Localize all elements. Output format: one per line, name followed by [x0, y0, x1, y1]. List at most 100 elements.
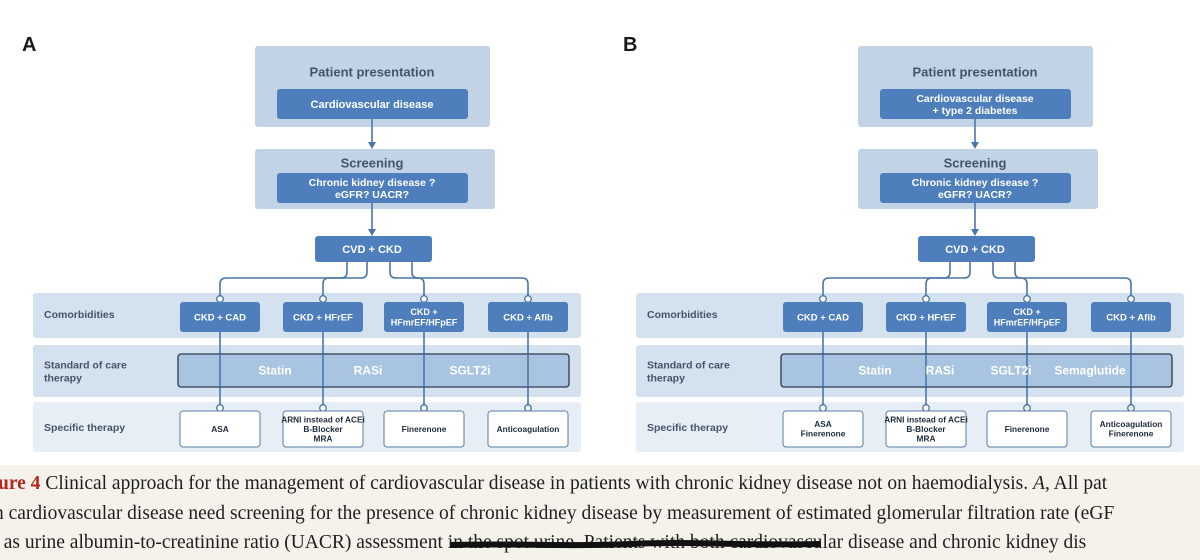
panel-b-col-3-comorbidity-label: CKD +HFmrEF/HFpEF — [994, 307, 1061, 328]
panel-b-col-3-branch-connector — [992, 262, 1028, 297]
panel-b-col-1-comorbidity-box — [783, 302, 863, 332]
panel-b-col-3-therapy-node — [1023, 404, 1031, 412]
panel-b-row-label-comorbidities: Comorbidities — [647, 309, 718, 321]
panel-b-standard-therapy-2: RASi — [926, 363, 955, 377]
figure-label: ure 4 — [0, 473, 41, 494]
panel-a-row-label-comorbidities: Comorbidities — [44, 309, 115, 321]
panel-a-col-4-comorbidity-box — [488, 302, 568, 332]
panel-b-col-2-branch-connector — [925, 262, 971, 297]
panel-a-col-1-specific-label: ASA — [211, 424, 229, 434]
panel-b-col-4-branch-connector — [1014, 262, 1132, 297]
panel-a-col-4-comorbidity-label: CKD + Afib — [503, 312, 553, 323]
caption-panel-ref: A — [1033, 473, 1045, 494]
panel-a-col-1-comorbidity-label: CKD + CAD — [194, 312, 246, 323]
figure-caption: ure 4 Clinical approach for the manageme… — [0, 465, 1200, 560]
panel-a-hub-label: CVD + CKD — [342, 244, 402, 256]
panel-a-col-2-specific-box — [282, 410, 364, 448]
panel-b-col-3-specific-box — [986, 410, 1068, 448]
panel-a-col-4-specific-label: Anticoagulation — [497, 424, 560, 434]
panel-b-standard-therapy-4: Semaglutide — [1054, 363, 1126, 377]
panel-b-col-4-therapy-node — [1127, 404, 1135, 412]
panel-a-col-4-branch-connector — [411, 262, 529, 297]
panel-b-standard-therapy-3: SGLT2i — [990, 363, 1031, 377]
panel-b-col-2-therapy-node — [922, 404, 930, 412]
panel-b-hub-box — [918, 236, 1035, 262]
panel-a-col-2-comorbidity-box — [283, 302, 363, 332]
panel-a-presentation-condition-box — [277, 89, 468, 119]
panel-b-screening-title: Screening — [944, 156, 1007, 171]
panel-a-col-1-specific-box — [179, 410, 261, 448]
panel-b-arrow-screening — [971, 142, 979, 149]
panel-a-screening-question-box — [277, 173, 468, 203]
panel-a-col-3-specific-box — [383, 410, 465, 448]
panel-a-col-3-comorbidity-label: CKD +HFmrEF/HFpEF — [391, 307, 458, 328]
panel-a-col-1-branch-node — [216, 295, 224, 303]
panel-a-col-1-branch-connector — [219, 262, 348, 297]
panel-a-arrow-hub — [368, 229, 376, 236]
panel-a-screening-question: Chronic kidney disease ?eGFR? UACR? — [309, 177, 436, 201]
panel-a-col-3-branch-node — [420, 295, 428, 303]
panel-a-standard-therapy-3: SGLT2i — [449, 363, 490, 377]
panel-a-screening-title: Screening — [341, 156, 404, 171]
panel-a-letter: A — [22, 34, 37, 56]
panel-b-col-4-comorbidity-box — [1091, 302, 1171, 332]
panel-b-presentation-condition: Cardiovascular disease+ type 2 diabetes — [916, 93, 1033, 117]
panel-a-col-3-branch-connector — [389, 262, 425, 297]
panel-b-col-2-branch-node — [922, 295, 930, 303]
panel-b-col-4-comorbidity-label: CKD + Afib — [1106, 312, 1156, 323]
caption-line-1-end: , All pat — [1044, 473, 1108, 494]
panel-b-screening-question: Chronic kidney disease ?eGFR? UACR? — [912, 177, 1039, 201]
panel-b-col-1-branch-node — [819, 295, 827, 303]
panel-a-presentation-condition: Cardiovascular disease — [311, 99, 434, 111]
panel-a-standard-bar — [177, 353, 570, 388]
panel-a-col-2-branch-connector — [322, 262, 368, 297]
panel-b-standard-therapy-1: Statin — [858, 363, 891, 377]
panel-b-col-2-specific-box — [885, 410, 967, 448]
panel-a-col-1-comorbidity-box — [180, 302, 260, 332]
panel-a-hub-box — [315, 236, 432, 262]
panel-b-col-1-therapy-node — [819, 404, 827, 412]
panel-b-row-label-specific: Specific therapy — [647, 422, 728, 434]
caption-line-1: ure 4 Clinical approach for the manageme… — [0, 473, 1107, 495]
panel-a-standard-therapy-2: RASi — [354, 363, 383, 377]
panel-a-col-2-therapy-node — [319, 404, 327, 412]
panel-a-col-4-therapy-node — [524, 404, 532, 412]
panel-a-col-3-comorbidity-box — [384, 302, 464, 332]
panel-b-col-3-branch-node — [1023, 295, 1031, 303]
panel-b-screening-question-box — [880, 173, 1071, 203]
caption-line-2: n cardiovascular disease need screening … — [0, 503, 1115, 524]
panel-b-presentation-title: Patient presentation — [913, 65, 1038, 80]
panel-a-col-4-specific-box — [487, 410, 569, 448]
panel-a-presentation-title: Patient presentation — [310, 65, 435, 80]
panel-b-col-1-comorbidity-label: CKD + CAD — [797, 312, 849, 323]
panel-b-col-1-specific-box — [782, 410, 864, 448]
panel-b-col-4-specific-box — [1090, 410, 1172, 448]
panel-b-hub-label: CVD + CKD — [945, 244, 1005, 256]
panel-b-col-1-branch-connector — [822, 262, 951, 297]
panel-a-col-3-therapy-node — [420, 404, 428, 412]
panel-b-presentation-condition-box — [880, 89, 1071, 119]
panel-a-col-3-specific-label: Finerenone — [402, 424, 447, 434]
panel-a-col-2-comorbidity-label: CKD + HFrEF — [293, 312, 353, 323]
panel-a-col-1-therapy-node — [216, 404, 224, 412]
panel-a-col-2-branch-node — [319, 295, 327, 303]
caption-strikethrough-scribble — [450, 540, 820, 549]
panel-b-col-2-comorbidity-label: CKD + HFrEF — [896, 312, 956, 323]
panel-a-row-label-specific: Specific therapy — [44, 422, 125, 434]
caption-line-1-text: Clinical approach for the management of … — [40, 473, 1034, 494]
panel-b-arrow-hub — [971, 229, 979, 236]
panel-b-col-3-specific-label: Finerenone — [1005, 424, 1050, 434]
panel-b-letter: B — [623, 34, 638, 56]
panel-a-standard-therapy-1: Statin — [258, 363, 291, 377]
panel-b-col-2-comorbidity-box — [886, 302, 966, 332]
panel-b-standard-bar — [780, 353, 1173, 388]
panel-a-col-4-branch-node — [524, 295, 532, 303]
